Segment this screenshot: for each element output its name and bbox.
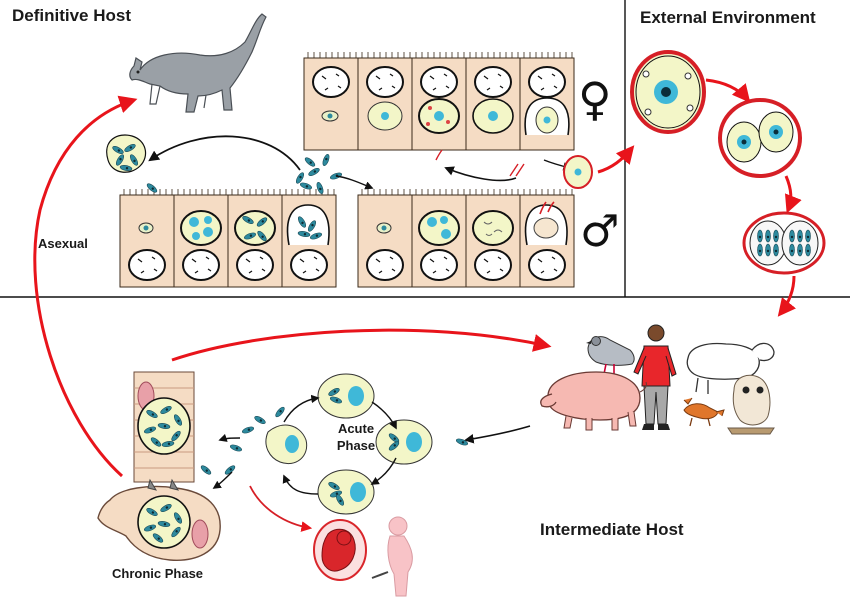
- oocyst-sporulated: [742, 211, 826, 275]
- epithelium-asexual: [119, 188, 337, 288]
- fox-icon: [683, 397, 725, 427]
- released-merozoites: [145, 153, 343, 195]
- zygote-unsporulated-oocyst: [435, 149, 593, 189]
- definitive-host-label: Definitive Host: [12, 6, 132, 25]
- pigeon-icon: [586, 336, 635, 375]
- pig-icon: [540, 371, 647, 431]
- pregnant-woman-icon: [371, 516, 413, 597]
- fetus-icon: [313, 519, 367, 581]
- female-symbol: ♀: [578, 72, 612, 126]
- muscle-tissue-cyst: [133, 371, 195, 483]
- owl-icon: [727, 374, 775, 435]
- acute-phase-line1: Acute: [337, 421, 375, 436]
- schizont-rupture: [106, 134, 147, 173]
- acute-phase-cells: [199, 373, 469, 515]
- cat-icon: [129, 13, 267, 113]
- chronic-phase-label: Chronic Phase: [112, 566, 204, 581]
- intermediate-host-label: Intermediate Host: [540, 520, 684, 539]
- sheep-icon: [686, 342, 775, 394]
- oocyst-sporulating: [718, 98, 802, 178]
- oocyst-unsporulated: [630, 50, 706, 134]
- acute-phase-label: Acute Phase: [326, 420, 386, 454]
- asexual-label: Asexual: [38, 236, 88, 251]
- male-symbol: ♂: [580, 206, 620, 257]
- brain-tissue-cyst: [97, 478, 221, 561]
- man-icon: [633, 324, 677, 430]
- epithelium-sexual-male: [357, 188, 575, 288]
- external-environment-label: External Environment: [640, 8, 816, 27]
- acute-phase-line2: Phase: [336, 438, 376, 453]
- epithelium-sexual-female: [303, 51, 575, 151]
